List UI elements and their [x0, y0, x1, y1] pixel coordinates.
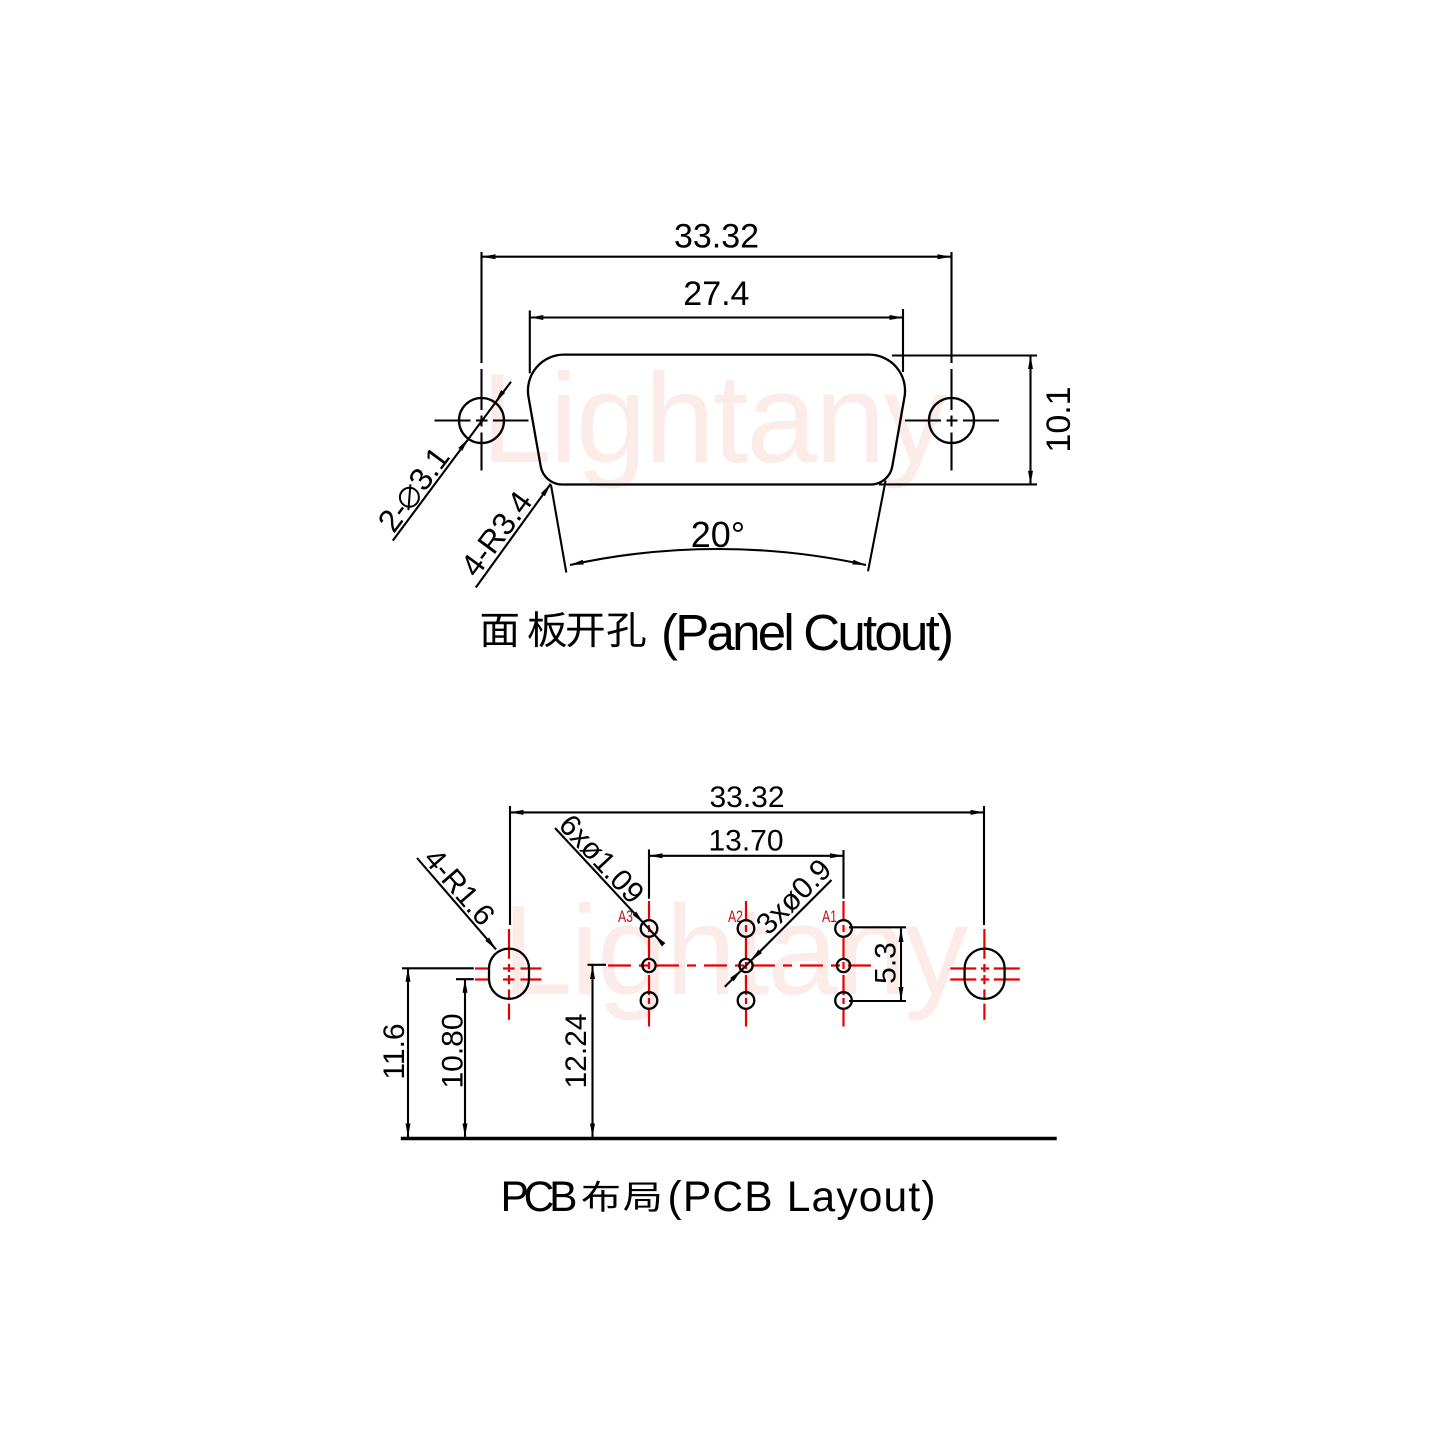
- svg-text:5.3: 5.3: [870, 942, 903, 984]
- svg-text:11.6: 11.6: [378, 1023, 411, 1079]
- svg-text:4-R3.4: 4-R3.4: [453, 484, 539, 583]
- svg-text:13.70: 13.70: [708, 824, 783, 857]
- svg-text:A3: A3: [618, 907, 633, 926]
- svg-text:10.80: 10.80: [437, 1013, 470, 1088]
- svg-text:(Panel Cutout): (Panel Cutout): [661, 604, 954, 661]
- svg-text:PCB: PCB: [501, 1174, 578, 1221]
- svg-text:A1: A1: [822, 907, 837, 926]
- svg-text:10.1: 10.1: [1040, 386, 1078, 452]
- svg-text:Lightany: Lightany: [502, 879, 969, 1021]
- svg-text:Lightany: Lightany: [481, 347, 948, 489]
- svg-text:(PCB Layout): (PCB Layout): [668, 1174, 936, 1221]
- svg-text:12.24: 12.24: [560, 1013, 593, 1088]
- svg-text:27.4: 27.4: [683, 275, 749, 313]
- svg-text:33.32: 33.32: [709, 781, 784, 814]
- svg-text:20°: 20°: [691, 514, 745, 555]
- svg-text:4-R1.6: 4-R1.6: [417, 843, 501, 933]
- svg-text:33.32: 33.32: [674, 218, 759, 256]
- svg-text:A2: A2: [728, 907, 743, 926]
